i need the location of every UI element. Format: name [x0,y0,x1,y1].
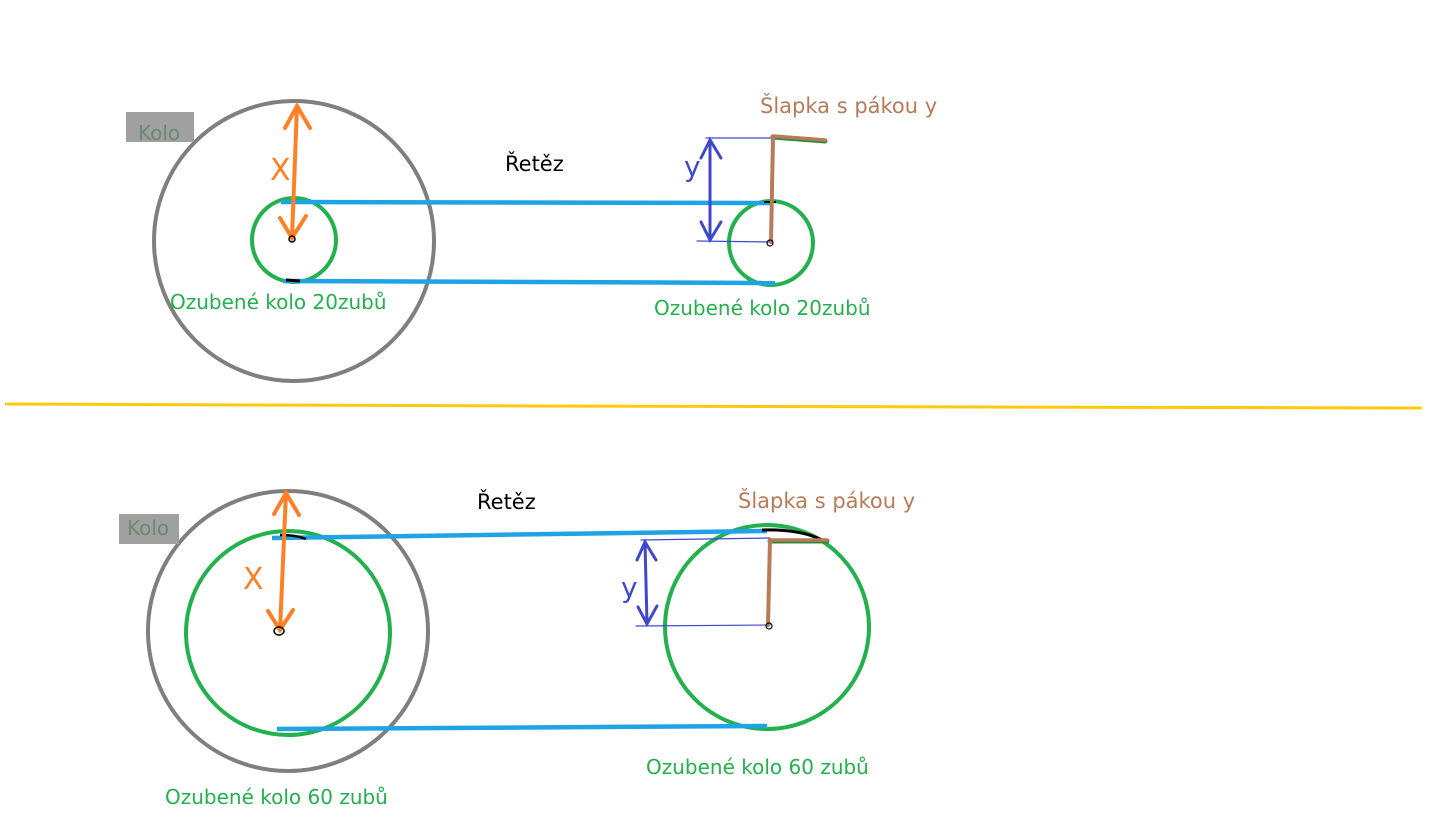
top-rear-sprocket-label: Ozubené kolo 20zubů [170,290,387,314]
bottom-rear-hub [273,626,285,636]
top-pedal-label: Šlapka s pákou y [760,93,937,118]
top-radius-arrow [278,101,312,242]
top-chain-lower [282,278,776,286]
bottom-x-label: X [243,562,264,597]
top-rear-hub [288,235,296,243]
top-y-measure [696,136,776,244]
bottom-chain-lower [276,723,768,732]
top-front-sprocket-label: Ozubené kolo 20zubů [654,296,871,320]
bottom-chain-label: Řetěz [477,489,536,514]
bottom-chain-upper [271,528,768,541]
top-y-label: y [684,150,701,183]
bottom-pedal-label: Šlapka s pákou y [738,488,915,513]
top-kolo-badge [126,112,194,142]
bottom-kolo-badge [119,514,179,544]
top-kolo-label: Kolo [138,121,180,145]
top-chain-tip [285,278,301,283]
top-x-label: X [270,153,291,188]
top-chain-label: Řetěz [505,151,564,176]
bottom-radius-arrow [266,489,301,634]
bottom-y-label: y [621,571,638,604]
top-front-hub [766,239,774,247]
scene-divider [4,402,1423,410]
top-chain-upper [280,199,772,206]
bottom-wheel [146,489,430,773]
bottom-front-hub [765,622,773,630]
bottom-rear-sprocket-label: Ozubené kolo 60 zubů [165,785,388,809]
bottom-pedal-lever [766,538,830,627]
bottom-scene: Kolo X y [119,488,915,809]
bottom-front-sprocket [663,523,871,731]
top-pedal-lever [769,134,828,244]
bottom-rear-sprocket [184,529,392,737]
bottom-front-sprocket-label: Ozubené kolo 60 zubů [646,755,869,779]
bottom-kolo-label: Kolo [127,516,169,540]
top-scene: Kolo X y [126,93,937,383]
top-wheel [152,99,436,383]
bottom-y-measure [635,537,771,628]
